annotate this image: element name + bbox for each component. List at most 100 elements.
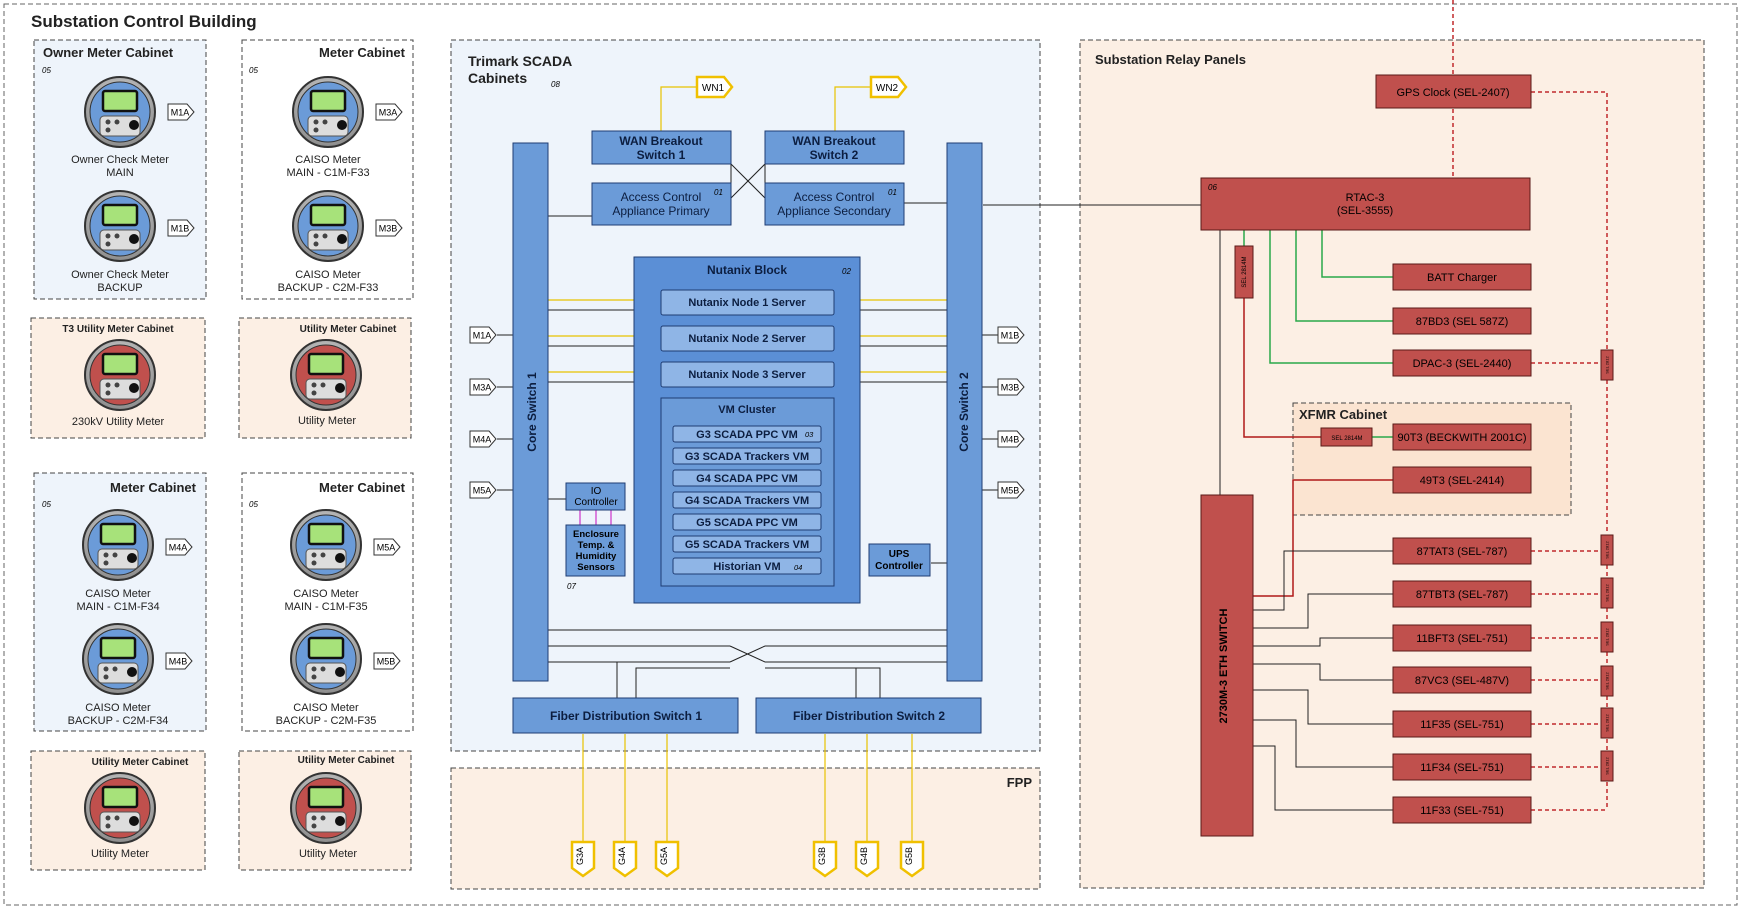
meter-icon <box>84 190 156 262</box>
svg-text:CAISO Meter: CAISO Meter <box>85 702 151 714</box>
svg-text:Access Control: Access Control <box>621 190 702 204</box>
svg-text:SEL 2812: SEL 2812 <box>1605 714 1610 732</box>
svg-text:Historian VM: Historian VM <box>713 561 780 573</box>
svg-text:M1B: M1B <box>171 224 190 234</box>
meter-tag: M3A <box>469 378 497 396</box>
vm-item: G4 SCADA Trackers VM <box>672 491 822 509</box>
relay-box: 87TAT3 (SEL-787) <box>1392 537 1532 565</box>
relay-red-dashed <box>1452 0 1608 811</box>
svg-text:05: 05 <box>249 500 258 509</box>
meter-tag: M4B <box>165 652 193 670</box>
svg-text:G3 SCADA Trackers VM: G3 SCADA Trackers VM <box>685 451 809 463</box>
relay-49t3: 49T3 (SEL-2414) <box>1392 466 1532 494</box>
io-lines <box>579 510 612 525</box>
svg-text:M3B: M3B <box>1001 383 1020 393</box>
meter-icon <box>84 339 156 411</box>
enclosure-sensors: Enclosure Temp. & Humidity Sensors 07 <box>565 524 626 591</box>
svg-text:MAIN - C1M-F34: MAIN - C1M-F34 <box>76 601 159 613</box>
svg-text:M3B: M3B <box>379 224 398 234</box>
svg-text:G5A: G5A <box>659 847 669 865</box>
svg-text:MAIN - C1M-F33: MAIN - C1M-F33 <box>286 167 369 179</box>
svg-text:MAIN: MAIN <box>106 167 134 179</box>
svg-text:Utility Meter Cabinet: Utility Meter Cabinet <box>298 755 395 766</box>
meter-icon <box>290 339 362 411</box>
svg-text:M1A: M1A <box>473 331 492 341</box>
fpp-tag: G4B <box>854 840 880 878</box>
svg-text:M4A: M4A <box>169 543 188 553</box>
core-switch-1: Core Switch 1 <box>512 142 549 682</box>
nutanix-node: Nutanix Node 1 Server <box>660 289 835 316</box>
svg-text:SEL 2812: SEL 2812 <box>1605 584 1610 602</box>
relay-90t3: 90T3 (BECKWITH 2001C) <box>1392 423 1532 451</box>
sel-2814m-horizontal: SEL 2814M <box>1320 427 1373 447</box>
svg-text:Humidity: Humidity <box>576 551 617 562</box>
svg-text:Core Switch 2: Core Switch 2 <box>957 372 971 452</box>
svg-text:11F34 (SEL-751): 11F34 (SEL-751) <box>1420 762 1504 774</box>
svg-text:M4B: M4B <box>1001 435 1020 445</box>
meter-icon <box>290 772 362 844</box>
meter-tag: M5B <box>997 481 1025 499</box>
meter-tag: M3B <box>375 219 403 237</box>
dpac-3: DPAC-3 (SEL-2440) <box>1392 349 1532 377</box>
xfmr-cabinet <box>1292 402 1572 516</box>
nutanix-node: Nutanix Node 3 Server <box>660 361 835 388</box>
svg-text:SEL 2812: SEL 2812 <box>1605 628 1610 646</box>
svg-text:Utility Meter: Utility Meter <box>298 415 356 427</box>
sel-2812: SEL 2812 <box>1600 349 1614 381</box>
sel-2812: SEL 2812 <box>1600 750 1614 782</box>
svg-text:WN1: WN1 <box>702 83 725 94</box>
relay-box: 11F34 (SEL-751) <box>1392 753 1532 781</box>
svg-text:G3 SCADA PPC VM: G3 SCADA PPC VM <box>696 429 798 441</box>
svg-text:M5B: M5B <box>1001 486 1020 496</box>
relay-title: Substation Relay Panels <box>1095 52 1246 67</box>
fpp-tag: G3B <box>812 840 838 878</box>
svg-text:G3B: G3B <box>817 847 827 865</box>
meter-tag: M1A <box>469 326 497 344</box>
sel-2812: SEL 2812 <box>1600 577 1614 609</box>
meter-labels: Owner Check Meter MAIN Owner Check Meter… <box>68 154 379 727</box>
svg-text:Owner Check Meter: Owner Check Meter <box>71 269 169 281</box>
svg-text:CAISO Meter: CAISO Meter <box>293 702 359 714</box>
fiber-distribution-switch-2: Fiber Distribution Switch 2 <box>755 697 982 734</box>
svg-text:Fiber Distribution Switch 2: Fiber Distribution Switch 2 <box>793 709 945 723</box>
core-switch-2: Core Switch 2 <box>946 142 983 682</box>
meter-icons <box>82 76 364 844</box>
svg-text:Nutanix Node 1 Server: Nutanix Node 1 Server <box>688 297 806 309</box>
svg-text:WAN Breakout: WAN Breakout <box>619 134 702 148</box>
svg-text:87BD3 (SEL 587Z): 87BD3 (SEL 587Z) <box>1416 316 1509 328</box>
relay-box: 11F33 (SEL-751) <box>1392 796 1532 824</box>
svg-text:VM Cluster: VM Cluster <box>718 404 776 416</box>
relay-red-lines <box>1243 298 1393 597</box>
svg-text:Utility Meter: Utility Meter <box>299 848 357 860</box>
building-title: Substation Control Building <box>31 12 257 31</box>
wan-breakout-switch-1: WAN Breakout Switch 1 <box>591 130 732 165</box>
meter-tag: M3B <box>997 378 1025 396</box>
svg-text:(SEL-3555): (SEL-3555) <box>1337 205 1393 217</box>
vm-item: G4 SCADA PPC VM <box>672 469 822 487</box>
svg-text:G4A: G4A <box>617 847 627 865</box>
svg-text:Sensors: Sensors <box>577 562 615 573</box>
svg-text:Meter Cabinet: Meter Cabinet <box>319 480 406 495</box>
svg-text:M5A: M5A <box>473 486 492 496</box>
vm-item: G3 SCADA Trackers VM <box>672 447 822 465</box>
svg-text:T3 Utility Meter Cabinet: T3 Utility Meter Cabinet <box>62 324 174 335</box>
sel-2812: SEL 2812 <box>1600 707 1614 739</box>
meter-tag: M4B <box>997 430 1025 448</box>
svg-text:Utility Meter Cabinet: Utility Meter Cabinet <box>92 757 189 768</box>
svg-text:CAISO Meter: CAISO Meter <box>85 588 151 600</box>
fpp-tag: G3A <box>570 840 596 878</box>
fpp-title: FPP <box>1007 775 1033 790</box>
meter-tag: M5A <box>469 481 497 499</box>
svg-text:G4 SCADA PPC VM: G4 SCADA PPC VM <box>696 473 798 485</box>
svg-text:Enclosure: Enclosure <box>573 529 619 540</box>
svg-text:CAISO Meter: CAISO Meter <box>295 154 361 166</box>
fpp-tag: G4A <box>612 840 638 878</box>
svg-text:CAISO Meter: CAISO Meter <box>295 269 361 281</box>
scada-title: Cabinets <box>468 70 527 86</box>
